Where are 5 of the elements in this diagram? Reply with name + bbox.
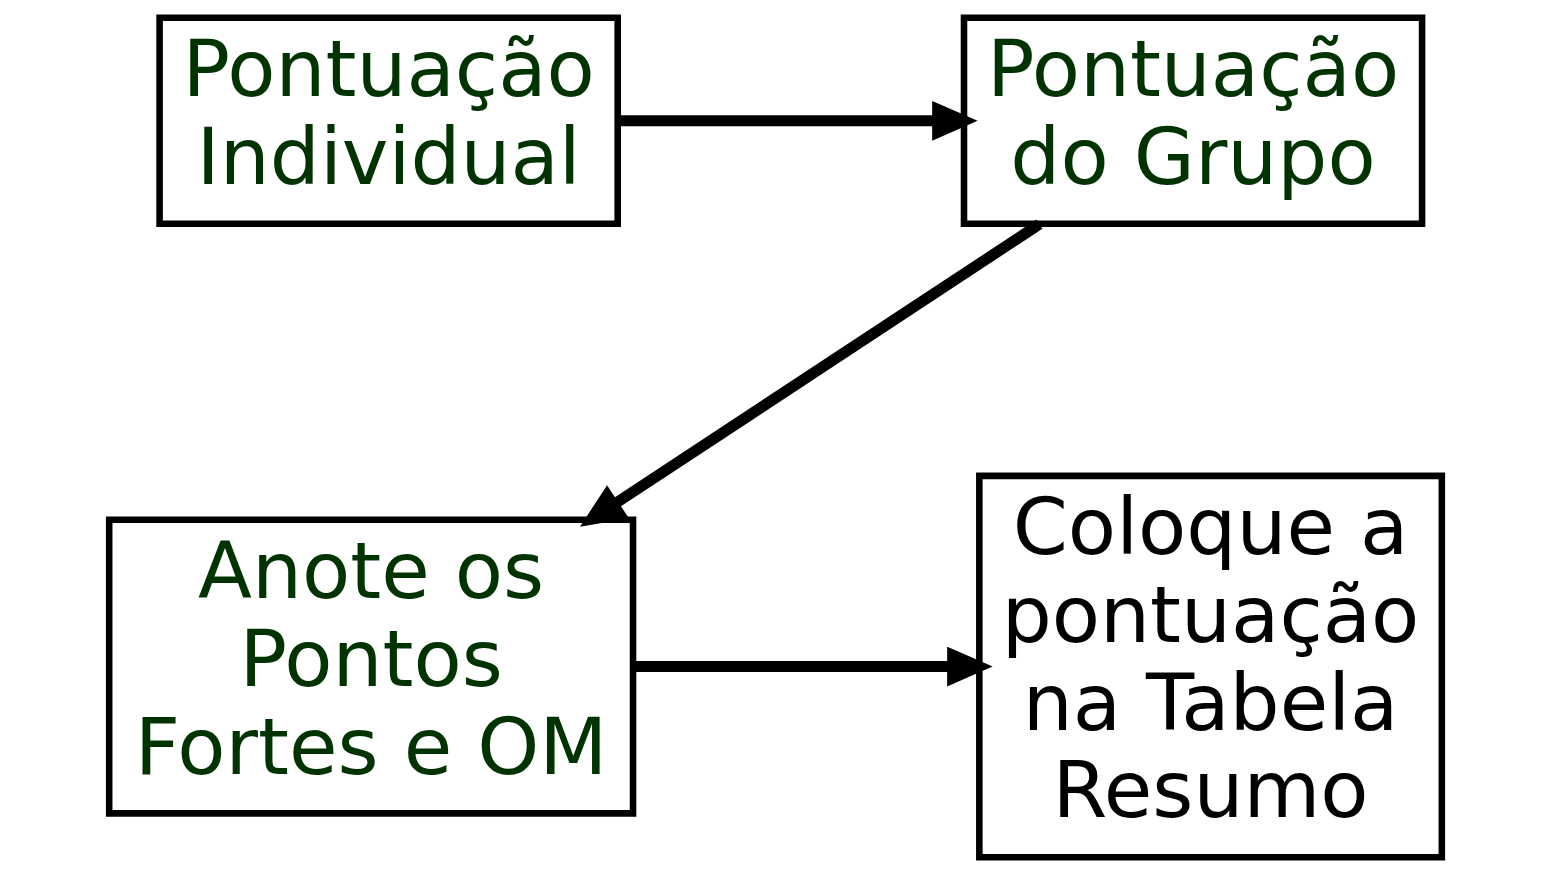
node-box: Anote os Pontos Fortes e OM [105,515,636,817]
node-box: Pontuação Individual [155,14,621,227]
node-box: Pontuação do Grupo [960,14,1425,227]
node-box: Coloque a pontuação na Tabela Resumo [975,472,1445,860]
arrow [579,219,1042,527]
